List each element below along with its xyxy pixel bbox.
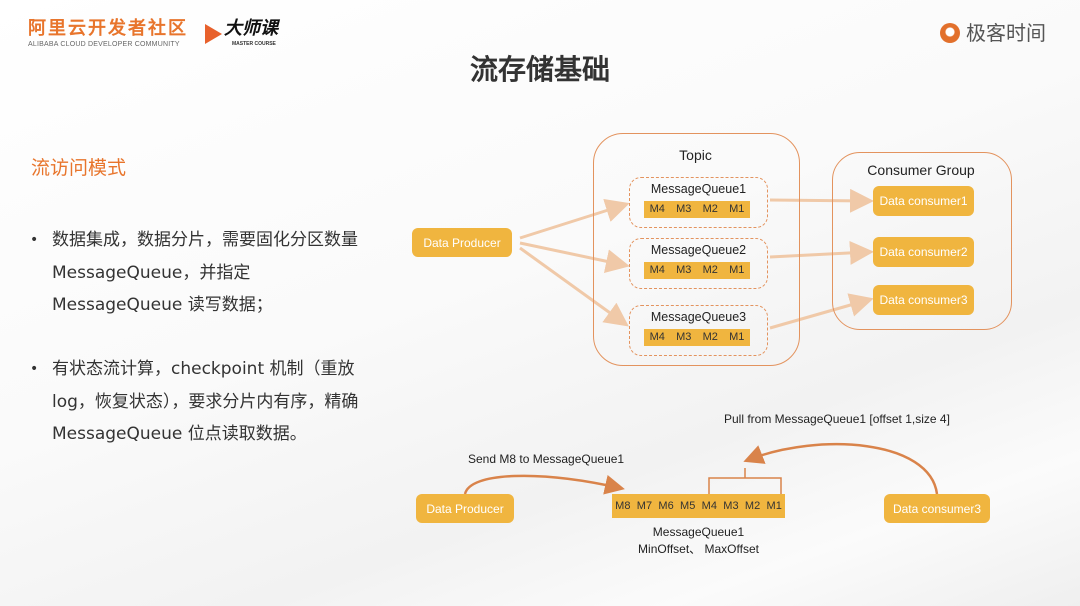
message: M4: [701, 499, 717, 512]
section-title: 流访问模式: [31, 157, 127, 179]
play-triangle-icon: [205, 24, 222, 44]
arrow-producer-mq3: [519, 246, 629, 327]
queue-messages: M4 M3 M2 M1: [644, 262, 750, 279]
bottom-queue-name: MessageQueue1: [652, 525, 745, 539]
queue-name: MessageQueue3: [650, 310, 747, 324]
master-course-subtext: MASTER COURSE: [232, 41, 276, 47]
consumer-group-container: [832, 152, 1012, 330]
arrow-mq2-consumer2: [769, 240, 874, 265]
data-consumer-1: Data consumer1: [873, 186, 974, 216]
message: M8: [615, 499, 631, 512]
message: M4: [649, 331, 665, 343]
message: M2: [702, 331, 718, 343]
queue-messages: M4 M3 M2 M1: [644, 329, 750, 346]
bullet-text: 数据集成，数据分片，需要固化分区数量 MessageQueue，并指定 Mess…: [52, 230, 358, 315]
queue-name: MessageQueue1: [650, 182, 747, 196]
message: M7: [636, 499, 653, 512]
message: M6: [658, 499, 674, 512]
arrow-producer-mq1: [519, 199, 630, 240]
queue-messages: M4 M3 M2 M1: [644, 201, 750, 218]
offset-label: MinOffset、 MaxOffset: [638, 542, 759, 556]
pull-curve-arrow: [743, 442, 939, 495]
data-consumer-2: Data consumer2: [873, 237, 974, 267]
message-queue-3: MessageQueue3 M4 M3 M2 M1: [629, 305, 768, 356]
message: M1: [729, 264, 745, 276]
queue-name: MessageQueue2: [650, 243, 747, 257]
message: M3: [676, 264, 692, 276]
send-label: Send M8 to MessageQueue1: [468, 452, 625, 466]
message: M4: [649, 203, 665, 215]
message: M3: [723, 499, 739, 512]
bottom-data-consumer-3: Data consumer3: [884, 494, 990, 523]
arrow-producer-mq2: [519, 241, 630, 274]
offset-bracket: [708, 468, 782, 494]
topic-container: [593, 133, 800, 366]
master-course-logo: 大师课: [224, 18, 278, 39]
pull-label: Pull from MessageQueue1 [offset 1,size 4…: [724, 412, 950, 426]
message: M1: [766, 499, 782, 512]
message: M5: [680, 499, 696, 512]
geektime-logo-icon: [940, 23, 960, 43]
bullet-dot: •: [30, 232, 39, 248]
message: M4: [649, 264, 665, 276]
bullet-item: • 数据集成，数据分片，需要固化分区数量 MessageQueue，并指定 Me…: [30, 224, 360, 324]
topic-label: Topic: [679, 147, 712, 163]
message: M2: [744, 499, 761, 512]
message-queue-bar: M8 M7 M6 M5 M4 M3 M2 M1: [612, 494, 785, 518]
message-queue-2: MessageQueue2 M4 M3 M2 M1: [629, 238, 768, 289]
geektime-logo-text: 极客时间: [966, 21, 1046, 45]
message: M3: [676, 203, 692, 215]
arrow-mq1-consumer1: [769, 188, 874, 213]
alibaba-cloud-logo-text: 阿里云开发者社区: [28, 18, 188, 39]
message: M2: [702, 264, 718, 276]
message: M1: [729, 203, 745, 215]
bottom-data-producer-box: Data Producer: [416, 494, 514, 523]
data-consumer-3: Data consumer3: [873, 285, 974, 315]
message: M1: [729, 331, 745, 343]
message: M2: [702, 203, 718, 215]
message: M3: [676, 331, 692, 343]
send-curve-arrow: [463, 474, 625, 495]
page-title: 流存储基础: [469, 53, 610, 86]
message-queue-1: MessageQueue1 M4 M3 M2 M1: [629, 177, 768, 228]
bullet-dot: •: [30, 361, 39, 377]
alibaba-cloud-logo-subtext: ALIBABA CLOUD DEVELOPER COMMUNITY: [28, 41, 180, 48]
bullet-text: 有状态流计算，checkpoint 机制（重放log，恢复状态），要求分片内有序…: [52, 359, 359, 444]
data-producer-box: Data Producer: [412, 228, 512, 257]
consumer-group-label: Consumer Group: [867, 162, 975, 178]
bullet-item: • 有状态流计算，checkpoint 机制（重放log，恢复状态），要求分片内…: [30, 353, 360, 483]
